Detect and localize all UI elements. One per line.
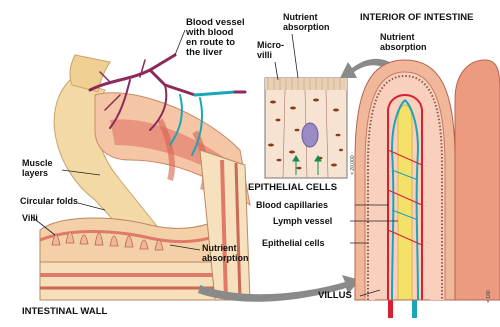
nutrient-absorption-right-label: Nutrient absorption bbox=[380, 32, 427, 52]
blood-vessel-label: Blood vessel with blood en route to the … bbox=[186, 18, 245, 58]
intestinal-wall-caption: INTESTINAL WALL bbox=[22, 306, 107, 317]
scale-marker-villus: × 100 bbox=[486, 290, 492, 303]
villus-caption: VILLUS bbox=[318, 290, 352, 301]
interior-of-intestine-title: INTERIOR OF INTESTINE bbox=[360, 13, 473, 23]
villus-illustration bbox=[350, 60, 500, 318]
scale-marker-epithelial: × 20,000 bbox=[350, 155, 356, 175]
muscle-layers-label: Muscle layers bbox=[22, 158, 53, 178]
circular-folds-label: Circular folds bbox=[20, 196, 78, 206]
nutrient-absorption-top-label: Nutrient absorption bbox=[283, 12, 330, 32]
microvilli-label: Micro- villi bbox=[257, 40, 284, 60]
epithelial-cells-caption: EPITHELIAL CELLS bbox=[248, 182, 337, 193]
epithelial-cells-label: Epithelial cells bbox=[262, 238, 325, 248]
blood-capillaries-label: Blood capillaries bbox=[256, 200, 328, 210]
villi-label: Villi bbox=[22, 213, 38, 223]
nutrient-absorption-bottom-label: Nutrient absorption bbox=[202, 243, 249, 263]
lymph-vessel-label: Lymph vessel bbox=[273, 216, 332, 226]
